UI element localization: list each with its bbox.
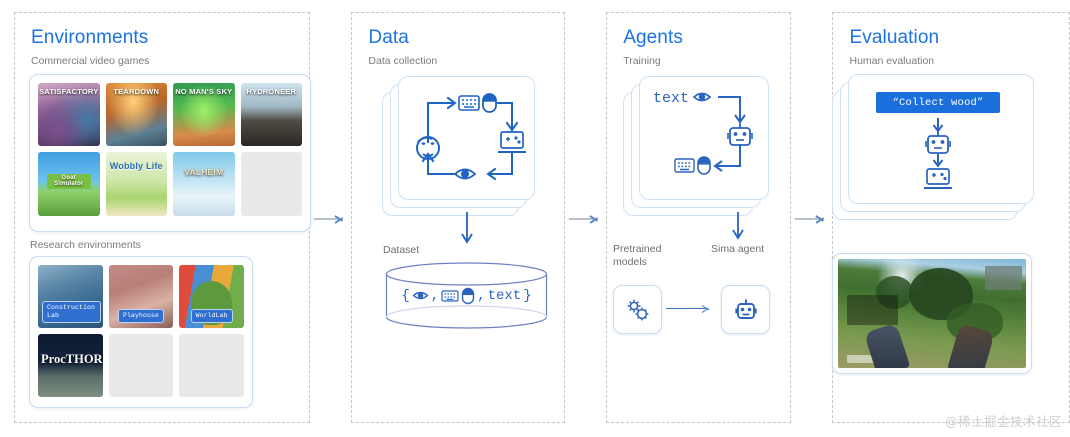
comma-1: , (430, 287, 440, 304)
research-tile-empty-slot-1 (108, 334, 174, 397)
research-tile-worldlab[interactable]: WorldLab (179, 265, 244, 328)
panel-title-data: Data (368, 27, 409, 48)
sima-agent-box[interactable] (721, 285, 770, 334)
commercial-games-grid-row1: SATISFACTORY TEARDOWN NO MAN'S SKY HYDRO… (38, 83, 302, 146)
robot-icon (734, 299, 757, 319)
game-tile-no-mans-sky[interactable]: NO MAN'S SKY (173, 83, 235, 146)
person-icon (416, 136, 440, 160)
research-tile-empty-slot-2 (179, 334, 244, 397)
eye-icon (412, 291, 429, 300)
human-data-collection-cycle (398, 76, 533, 198)
research-envs-grid-row1: Construction Lab Playhouse WorldLab (38, 265, 244, 328)
game-tile-wobbly-life[interactable]: Wobbly Life (105, 152, 167, 216)
arrow-down-to-models-icon (731, 212, 745, 242)
structure-shape (984, 265, 1023, 290)
panel-subtitle-training: Training (623, 55, 661, 67)
research-label-worldlab: WorldLab (190, 309, 233, 323)
game-screen-icon (498, 131, 526, 153)
game-title-satisfactory: SATISFACTORY (39, 87, 99, 96)
game-tile-satisfactory[interactable]: SATISFACTORY (38, 83, 100, 146)
hud-panel (847, 294, 899, 326)
evaluation-gameplay-screenshot[interactable] (832, 253, 1032, 374)
research-environments-card: Construction Lab Playhouse WorldLab Proc… (29, 256, 253, 408)
agent-loop-diagram: text (639, 76, 767, 198)
sima-agent-label: Sima agent (711, 243, 765, 255)
game-title-wobbly-life: Wobbly Life (109, 161, 163, 171)
research-tile-playhouse[interactable]: Playhouse (108, 265, 174, 328)
game-tile-teardown[interactable]: TEARDOWN (105, 83, 167, 146)
comma-2: , (477, 287, 486, 304)
game-title-hydroneer: HYDRONEER (246, 87, 297, 96)
game-title-goat-simulator: Goat Simulator (46, 174, 91, 189)
agent-input-text-token: text (653, 90, 690, 107)
keyboard-icon (458, 95, 480, 111)
research-label-playhouse: Playhouse (117, 309, 164, 323)
game-title-teardown: TEARDOWN (113, 87, 160, 96)
gears-icon (627, 299, 648, 320)
game-tile-valheim[interactable]: VALHEIM (173, 152, 235, 216)
eye-icon (453, 168, 477, 180)
dataset-contents: { , , text } (383, 287, 550, 305)
robot-icon (925, 131, 951, 154)
panel-subtitle-research-environments: Research environments (30, 239, 141, 251)
commercial-games-grid-row2: Goat Simulator Wobbly Life VALHEIM (38, 152, 302, 216)
connector-2 (565, 0, 606, 437)
pretrained-models-box[interactable] (613, 285, 662, 334)
game-title-valheim: VALHEIM (184, 167, 224, 177)
research-envs-grid-row2: ProcTHOR (38, 334, 244, 397)
brace-open: { (401, 287, 410, 304)
panel-subtitle-commercial-video-games: Commercial video games (31, 55, 150, 67)
dataset-cylinder: { , , text } (383, 262, 550, 330)
keyboard-icon (674, 158, 695, 173)
evaluation-flow: “Collect wood” (848, 74, 1032, 202)
panel-environments: Environments Commercial video games SATI… (14, 12, 311, 423)
research-tile-procthor[interactable]: ProcTHOR (38, 334, 103, 397)
game-title-no-mans-sky: NO MAN'S SKY (175, 87, 233, 96)
research-label-construction-lab: Construction Lab (42, 301, 102, 323)
arrow-right-icon (569, 213, 602, 225)
gameplay-image (838, 259, 1026, 368)
dataset-label: Dataset (383, 244, 420, 256)
dataset-text-token: text (487, 287, 522, 304)
pretrained-models-label: Pretrained models (613, 243, 662, 269)
eye-icon (692, 92, 712, 102)
mouse-icon (482, 93, 497, 113)
research-tile-construction-lab[interactable]: Construction Lab (38, 265, 103, 328)
panel-title-agents: Agents (623, 27, 683, 48)
arrow-right-pretrained-to-sima-icon (666, 303, 716, 315)
panel-agents: Agents Training (606, 12, 792, 423)
panel-subtitle-human-evaluation: Human evaluation (849, 55, 935, 67)
panel-title-evaluation: Evaluation (849, 27, 940, 48)
robot-icon (727, 123, 753, 146)
game-tile-goat-simulator[interactable]: Goat Simulator (38, 152, 100, 216)
brace-close: } (523, 287, 532, 304)
panel-data: Data Data collection (351, 12, 566, 423)
panel-title-environments: Environments (31, 27, 149, 48)
arrow-right-icon (795, 213, 828, 225)
tree-shape-small (875, 276, 914, 310)
instruction-chip: “Collect wood” (876, 92, 1000, 113)
game-screen-icon (924, 168, 952, 189)
mouse-icon (697, 156, 711, 175)
watermark: @稀土掘金技术社区 (944, 414, 1062, 429)
connector-3 (791, 0, 832, 437)
keyboard-icon (441, 290, 459, 302)
arrow-down-to-dataset-icon (460, 212, 474, 246)
commercial-games-card: SATISFACTORY TEARDOWN NO MAN'S SKY HYDRO… (29, 74, 311, 232)
panel-subtitle-data-collection: Data collection (368, 55, 438, 67)
mouse-icon (461, 287, 475, 305)
game-tile-empty-slot (240, 152, 302, 216)
connector-1 (310, 0, 351, 437)
arrow-right-icon (314, 213, 347, 225)
game-tile-hydroneer[interactable]: HYDRONEER (240, 83, 302, 146)
research-label-procthor: ProcTHOR (41, 351, 103, 366)
